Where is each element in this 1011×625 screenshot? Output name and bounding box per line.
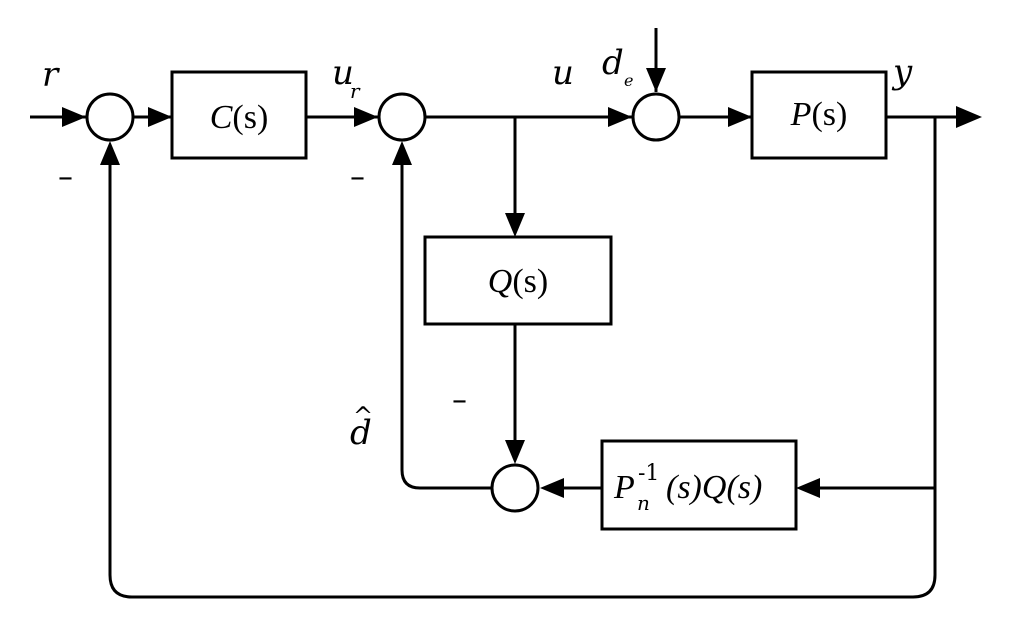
summing-junction-1 <box>85 92 135 142</box>
arrowheads <box>62 68 982 498</box>
inverse-p: P <box>613 469 635 506</box>
summing-junction-3 <box>490 463 540 513</box>
signal-label-de: d e <box>602 43 633 90</box>
signal-label-ur: u r <box>332 53 361 103</box>
arrowhead-into-sum2 <box>354 107 378 127</box>
inverse-rest: (s)Q(s) <box>666 469 762 506</box>
inverse-superscript: -1 <box>638 461 659 486</box>
signal-de-sub: e <box>624 71 633 90</box>
controller-label: C(s) <box>210 99 269 136</box>
arrowhead-into-filter <box>505 213 525 237</box>
summing-junction-disturbance <box>631 92 681 142</box>
signal-label-y: y <box>891 52 913 92</box>
wire-outer-feedback <box>108 156 937 599</box>
wire-y-to-inverse <box>816 117 937 490</box>
signal-ur-main: u <box>332 53 354 93</box>
controller-block <box>170 70 308 160</box>
signal-dhat-accent: ^ <box>353 402 373 430</box>
inverse-subscript: n <box>637 491 650 515</box>
inverse-model-label: P -1 n (s)Q(s) <box>613 461 762 515</box>
filter-block <box>423 235 613 326</box>
minus-sign-sum3: – <box>452 383 467 418</box>
signal-ur-sub: r <box>350 79 361 103</box>
arrowhead-dhat-into-sum2 <box>392 141 412 165</box>
summing-junction-2 <box>377 92 427 142</box>
filter-label: Q(s) <box>488 263 548 300</box>
arrowhead-into-inverse <box>796 478 820 498</box>
signal-de-main: d <box>602 43 624 83</box>
signal-wires <box>30 28 962 599</box>
plant-label: P(s) <box>790 96 848 133</box>
arrowhead-into-sum3 <box>505 440 525 464</box>
signal-label-dhat: d ^ <box>350 402 373 453</box>
arrowhead-into-sum-de <box>608 107 632 127</box>
arrowhead-output <box>956 106 982 128</box>
minus-sign-sum2: – <box>350 160 365 195</box>
minus-sign-sum1: – <box>58 160 73 195</box>
arrowhead-into-controller <box>148 107 172 127</box>
arrowhead-feedback-into-sum1 <box>100 141 120 165</box>
arrowhead-into-plant <box>728 107 752 127</box>
plant-block <box>750 70 888 160</box>
wire-dhat-feedback <box>400 156 492 490</box>
arrowhead-into-sum1 <box>62 107 86 127</box>
signal-label-r: r <box>42 55 60 95</box>
arrowhead-inverse-out <box>540 478 564 498</box>
signal-label-u: u <box>552 53 574 93</box>
inverse-model-block <box>600 439 798 531</box>
arrowhead-disturbance <box>646 68 666 92</box>
signal-dhat-main: d <box>350 413 372 453</box>
